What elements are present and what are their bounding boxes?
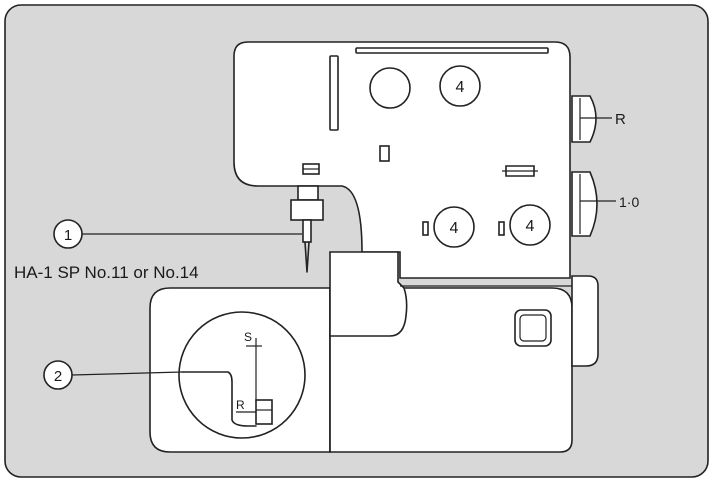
gauge-presser-foot	[255, 399, 273, 425]
gauge-r-label: R	[236, 398, 245, 412]
vertical-slot	[329, 55, 339, 131]
tension-dial-top-value: 4	[456, 79, 465, 96]
machine-head	[233, 41, 571, 279]
callout-2-leader	[71, 371, 183, 376]
top-slot	[355, 47, 549, 54]
tension-dial-top	[439, 65, 481, 107]
knob-bottom-label: 1·0	[619, 194, 639, 210]
inset-magnifier	[178, 311, 306, 439]
front-cover	[329, 251, 408, 337]
gauge-s-label: S	[244, 330, 252, 344]
dial-marker-left	[422, 221, 429, 236]
needle-blade	[304, 241, 310, 273]
needle-spec-label: HA-1 SP No.11 or No.14	[14, 263, 199, 282]
tension-dial-lower-left-value: 4	[450, 220, 459, 237]
bed-square-button	[514, 309, 552, 347]
small-indicator	[379, 145, 390, 162]
callout-1-number: 1	[64, 227, 72, 244]
side-handle	[571, 275, 599, 367]
gauge-fabric-edge	[181, 371, 257, 427]
knob-top-label: R	[615, 111, 626, 128]
knob-bottom	[571, 171, 598, 237]
tension-dial-blank	[369, 67, 411, 109]
needle-clamp	[290, 199, 324, 221]
dial-marker-right	[498, 221, 505, 236]
callout-2-number: 2	[54, 368, 62, 385]
needle-shank	[302, 219, 312, 243]
tension-dial-lower-left	[433, 206, 475, 248]
knob-top	[571, 95, 597, 143]
tension-dial-lower-right-value: 4	[526, 218, 535, 235]
bed-square-button-inner	[519, 314, 547, 342]
needle-bar	[297, 185, 319, 201]
tension-dial-lower-right	[509, 204, 551, 246]
